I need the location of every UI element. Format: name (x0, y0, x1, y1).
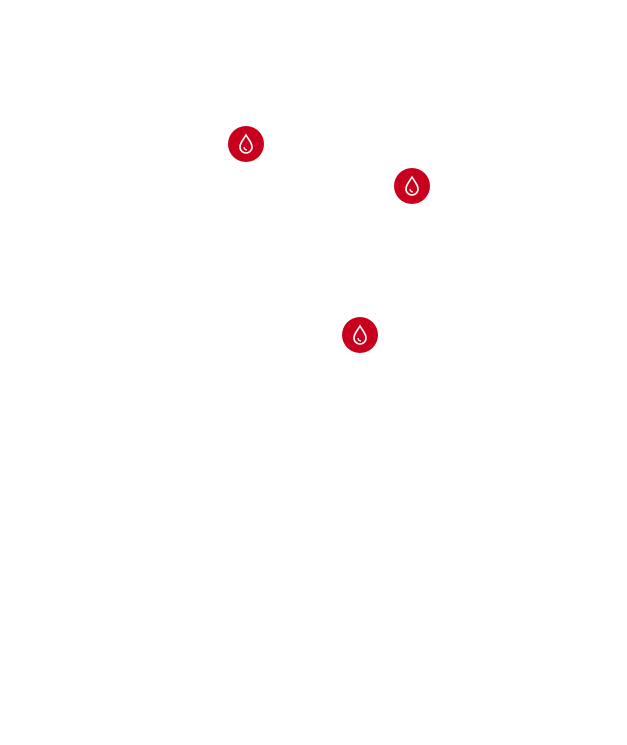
map-marker[interactable] (342, 317, 378, 353)
blood-drop-icon (353, 324, 367, 345)
map-marker[interactable] (394, 168, 430, 204)
map-marker[interactable] (228, 126, 264, 162)
blood-drop-icon (239, 133, 253, 154)
blood-drop-icon (405, 175, 419, 196)
